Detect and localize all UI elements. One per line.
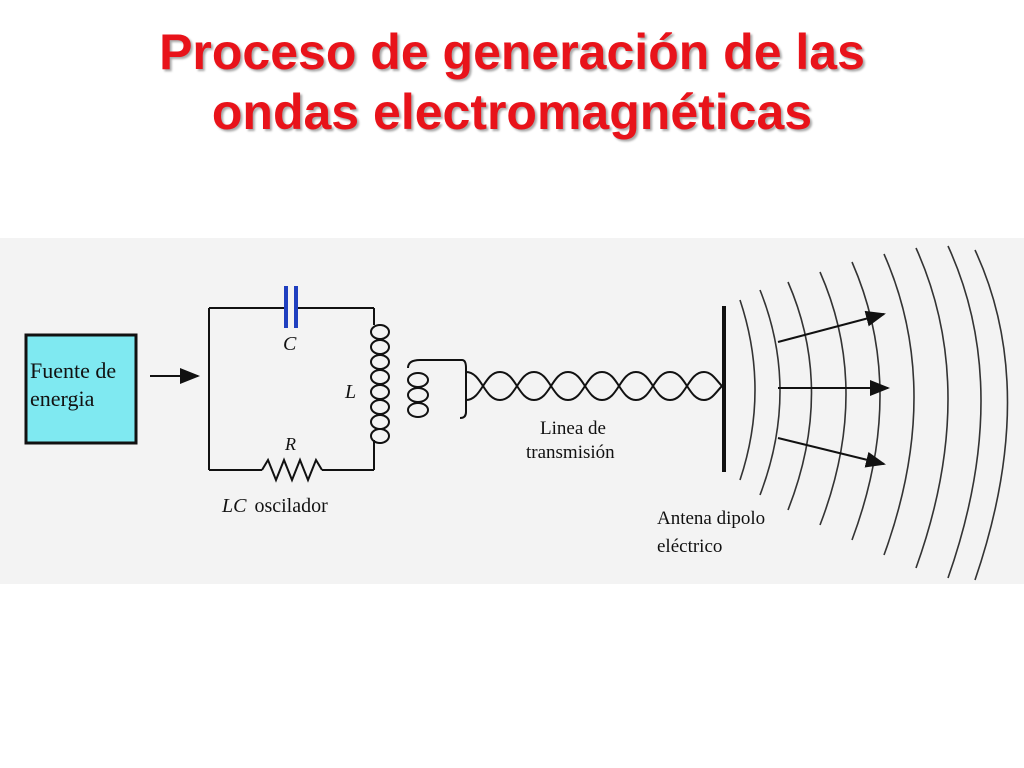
lc-oscillator-circuit (208, 307, 375, 483)
energy-source-box: Fuente de energia (24, 333, 138, 445)
oscillator-label-italic: LC (221, 495, 247, 517)
antenna-label-1: Antena dipolo (657, 508, 765, 529)
inductor-coil (370, 324, 390, 444)
title-line-1: Proceso de generación de las (159, 24, 865, 80)
antenna-label-2: eléctrico (657, 536, 722, 557)
radiation-arrow-lower (777, 437, 886, 468)
source-label-line-1: Fuente de (30, 358, 116, 383)
radiation-arrows (777, 310, 890, 468)
inductor-label: L (344, 381, 356, 403)
capacitor (284, 286, 298, 328)
diagram-panel (0, 238, 1024, 584)
source-label-line-2: energia (30, 386, 95, 411)
radiation-arrow-upper (777, 310, 886, 343)
transmission-line (465, 370, 723, 402)
transmission-line-label-2: transmisión (526, 442, 615, 463)
oscillator-label-text: oscilador (254, 495, 328, 517)
transmission-line-label-1: Linea de (540, 418, 606, 439)
title-line-2: ondas electromagnéticas (211, 84, 813, 140)
coupling-coil (407, 359, 467, 419)
oscillator-label: LC oscilador (221, 495, 328, 517)
wavefronts (739, 245, 1009, 581)
resistor-label: R (284, 434, 296, 454)
slide-title: Proceso de generación de las ondas elect… (0, 22, 1024, 142)
capacitor-label: C (283, 333, 297, 355)
